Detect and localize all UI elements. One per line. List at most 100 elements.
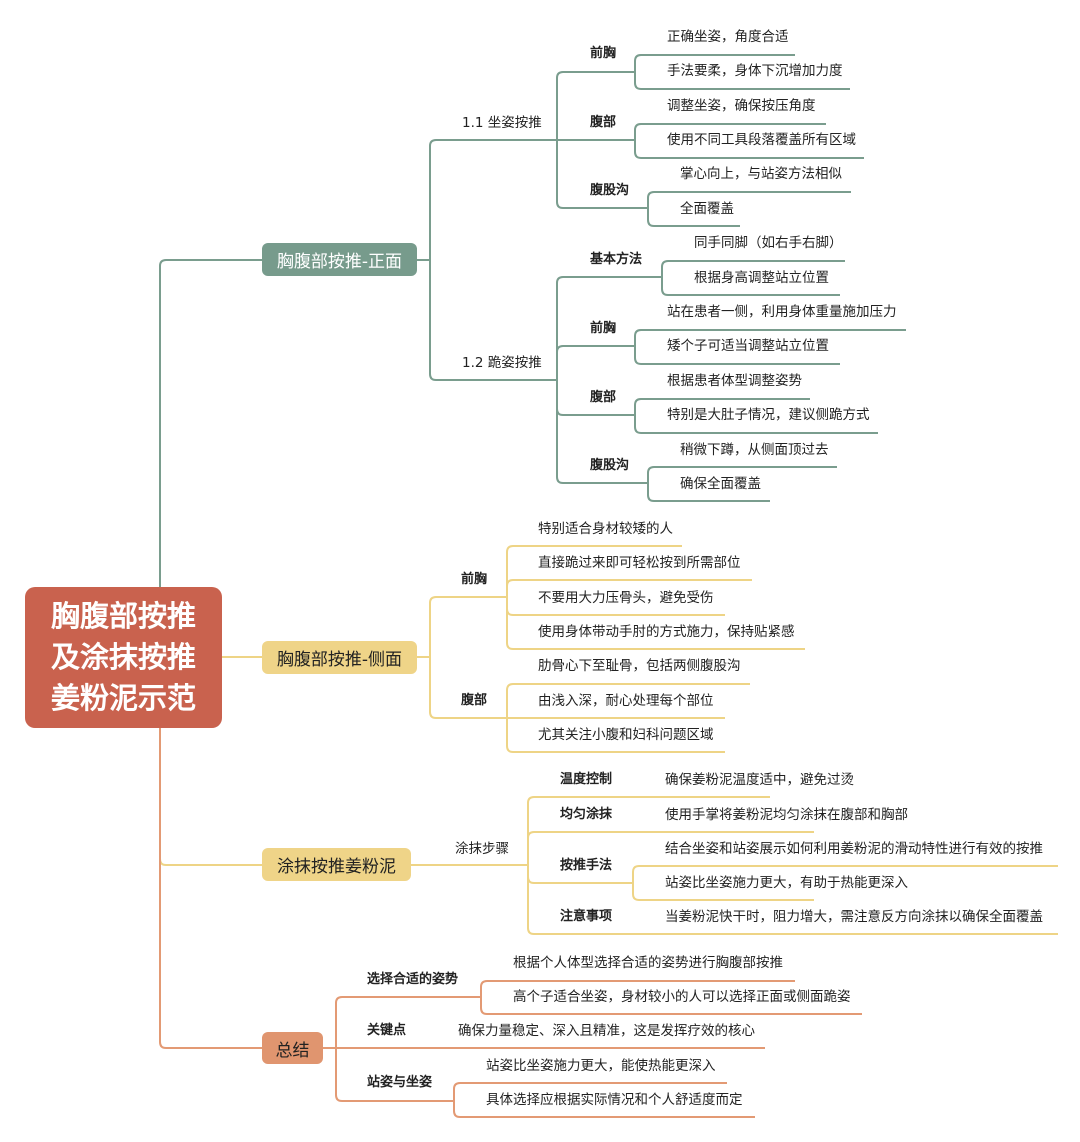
connector-edge	[556, 71, 635, 140]
category-label: 注意事项	[560, 909, 613, 924]
leaf-item: 正确坐姿，角度合适	[667, 29, 789, 45]
leaf-item: 肋骨心下至耻骨，包括两侧腹股沟	[538, 658, 741, 674]
connector-edge	[647, 191, 851, 208]
category-label: 基本方法	[590, 252, 643, 267]
category-label: 均匀涂抹	[560, 807, 613, 822]
leaf-item: 同手同脚（如右手右脚）	[694, 235, 843, 251]
leaf-item: 由浅入深，耐心处理每个部位	[538, 693, 714, 709]
connector-edge	[556, 380, 648, 484]
category-label: 前胸	[461, 572, 488, 587]
leaf-item: 确保姜粉泥温度适中，避免过烫	[665, 772, 854, 788]
connector-edge	[634, 415, 878, 434]
connector-edge	[527, 796, 770, 865]
connector-edge	[556, 345, 635, 380]
connector-edge	[661, 277, 840, 296]
leaf-item: 掌心向上，与站姿方法相似	[680, 166, 842, 182]
connector-edge	[159, 728, 262, 866]
leaf-item: 确保力量稳定、深入且精准，这是发挥疗效的核心	[458, 1023, 755, 1039]
connector-edge	[527, 831, 814, 865]
leaf-item: 高个子适合坐姿，身材较小的人可以选择正面或侧面跪姿	[513, 989, 851, 1005]
category-label: 关键点	[367, 1023, 407, 1038]
leaf-item: 确保全面覆盖	[680, 476, 761, 492]
leaf-item: 特别适合身材较矮的人	[538, 521, 673, 537]
connector-edge	[634, 123, 826, 140]
leaf-item: 根据身高调整站立位置	[694, 270, 829, 286]
connector-edge	[634, 329, 906, 346]
connector-edge	[506, 597, 805, 650]
leaf-item: 不要用大力压骨头，避免受伤	[538, 590, 714, 606]
leaf-item: 手法要柔，身体下沉增加力度	[667, 63, 843, 79]
category-label: 温度控制	[560, 772, 613, 787]
connector-edge	[453, 1082, 727, 1101]
connector-edge	[506, 579, 752, 597]
connector-edge	[634, 140, 864, 159]
connector-edge	[335, 1048, 454, 1102]
leaf-item: 站姿比坐姿施力更大，能使热能更深入	[486, 1058, 716, 1074]
leaf-item: 全面覆盖	[680, 201, 734, 217]
connector-edge	[506, 718, 725, 753]
category-label: 腹部	[461, 693, 488, 708]
connector-edge	[632, 883, 814, 901]
connector-edge	[429, 139, 557, 260]
leaf-item: 结合坐姿和站姿展示如何利用姜粉泥的滑动特性进行有效的按推	[665, 841, 1043, 857]
connector-edge	[429, 596, 507, 657]
connector-edge	[556, 276, 662, 380]
connector-edge	[632, 865, 1058, 883]
connector-edge	[634, 54, 795, 72]
subtopic-label: 涂抹步骤	[455, 841, 509, 857]
subtopic-label: 1.2 跪姿按推	[462, 355, 542, 371]
leaf-item: 根据个人体型选择合适的姿势进行胸腹部按推	[513, 955, 783, 971]
root-node[interactable]: 胸腹部按推 及涂抹按推 姜粉泥示范	[25, 587, 222, 728]
leaf-item: 具体选择应根据实际情况和个人舒适度而定	[486, 1092, 743, 1108]
root-title-line: 胸腹部按推	[50, 599, 196, 633]
connector-edge	[159, 259, 262, 587]
leaf-item: 调整坐姿，确保按压角度	[667, 98, 816, 114]
category-label: 腹股沟	[590, 183, 630, 198]
branch-node-summary[interactable]: 总结	[262, 1032, 323, 1064]
connector-edge	[556, 140, 648, 209]
connector-edge	[634, 398, 810, 415]
category-label: 腹部	[590, 115, 617, 130]
connector-edge	[480, 980, 795, 997]
leaf-item: 使用身体带动手肘的方式施力，保持贴紧感	[538, 624, 795, 640]
category-label: 按推手法	[560, 858, 613, 873]
leaf-item: 根据患者体型调整姿势	[667, 373, 802, 389]
leaf-item: 使用不同工具段落覆盖所有区域	[667, 132, 856, 148]
leaf-item: 站在患者一侧，利用身体重量施加压力	[667, 304, 897, 320]
branch-node-side[interactable]: 胸腹部按推-侧面	[262, 641, 417, 674]
leaf-item: 当姜粉泥快干时，阻力增大，需注意反方向涂抹以确保全面覆盖	[665, 909, 1043, 925]
connector-edge	[506, 545, 682, 597]
leaf-item: 稍微下蹲，从侧面顶过去	[680, 442, 829, 458]
connector-edge	[634, 346, 840, 365]
connector-edge	[647, 483, 770, 502]
root-title-line: 及涂抹按推	[50, 640, 196, 674]
connector-edge	[661, 260, 845, 277]
category-label: 前胸	[590, 46, 617, 61]
category-label: 腹股沟	[590, 458, 630, 473]
connector-edge	[159, 728, 262, 1049]
branch-node-ginger-paste[interactable]: 涂抹按推姜粉泥	[262, 848, 411, 881]
subtopic-label: 1.1 坐姿按推	[462, 115, 542, 131]
connector-edge	[429, 260, 557, 381]
connector-edge	[647, 208, 740, 227]
connector-edge	[506, 683, 750, 718]
leaf-item: 使用手掌将姜粉泥均匀涂抹在腹部和胸部	[665, 807, 908, 823]
connector-edge	[335, 996, 481, 1048]
leaf-item: 站姿比坐姿施力更大，有助于热能更深入	[665, 875, 908, 891]
connector-edge	[634, 72, 850, 90]
leaf-item: 尤其关注小腹和妇科问题区域	[538, 727, 714, 743]
branch-node-front[interactable]: 胸腹部按推-正面	[262, 243, 417, 276]
leaf-item: 特别是大肚子情况，建议侧跪方式	[667, 407, 870, 423]
category-label: 站姿与坐姿	[367, 1075, 433, 1090]
category-label: 腹部	[590, 390, 617, 405]
root-title-line: 姜粉泥示范	[50, 681, 196, 715]
leaf-item: 直接跪过来即可轻松按到所需部位	[538, 555, 741, 571]
connector-edge	[647, 466, 837, 483]
connector-edge	[480, 997, 862, 1015]
category-label: 选择合适的姿势	[367, 972, 459, 987]
connector-edge	[429, 657, 507, 719]
category-label: 前胸	[590, 321, 617, 336]
connector-edge	[453, 1101, 755, 1118]
connector-edge	[527, 865, 1058, 935]
